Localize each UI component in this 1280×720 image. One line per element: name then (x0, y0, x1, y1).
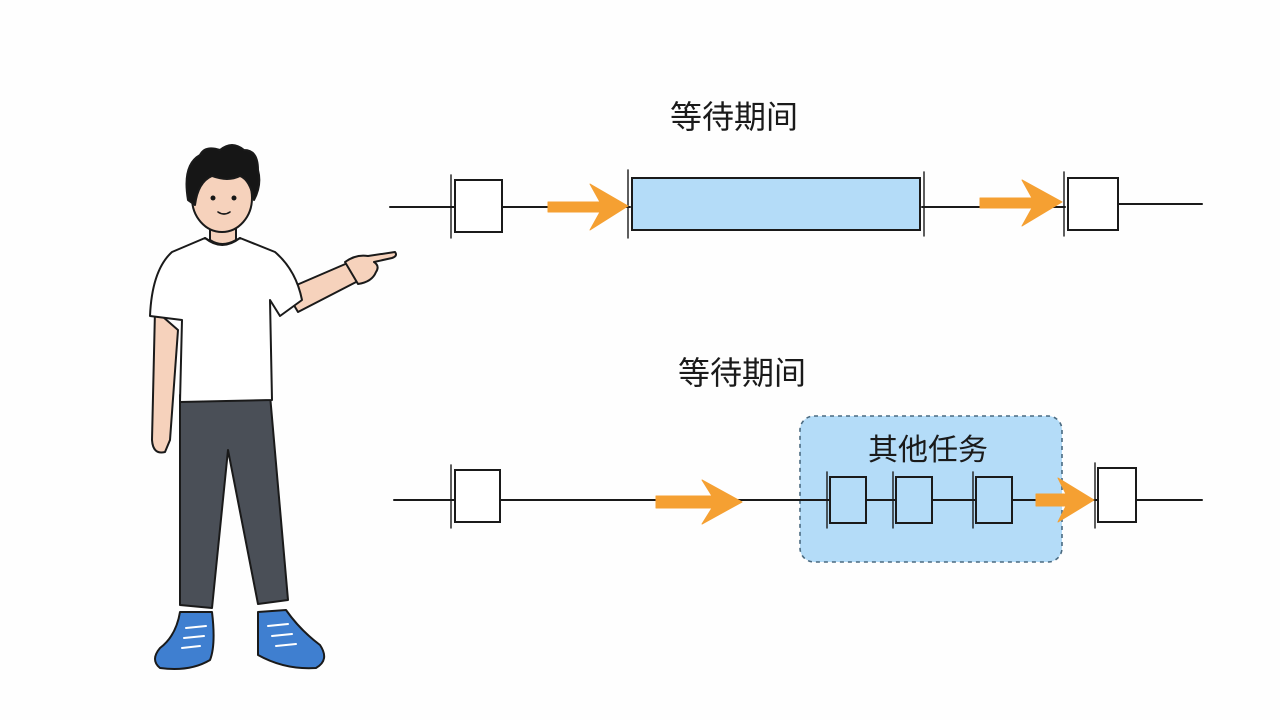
orange-arrow-right-icon (655, 477, 1095, 525)
person-arm-left (151, 309, 179, 454)
person-hand (344, 251, 397, 285)
person-pointing-illustration-icon (149, 144, 397, 670)
person-shoe-right (257, 609, 326, 670)
person-eye-right (231, 195, 237, 201)
person-mouth (217, 211, 231, 215)
bottom-arrow-2 (1035, 477, 1095, 523)
person-shoe-left (154, 611, 215, 670)
bottom-start-block (454, 469, 501, 523)
top-row-timeline (389, 169, 1203, 239)
task-block-3 (975, 476, 1013, 524)
task-block-2 (895, 476, 933, 524)
top-end-block (1067, 177, 1119, 231)
bottom-arrow-1 (655, 479, 743, 525)
person-shoe-laces-right (267, 623, 297, 647)
top-start-block (454, 179, 503, 233)
person-eye-left (210, 195, 216, 201)
top-arrow-2 (979, 179, 1063, 227)
top-wait-bar (631, 177, 921, 231)
person-pants (179, 394, 289, 609)
top-row-label: 等待期间 (670, 98, 798, 136)
other-tasks-label: 其他任务 (868, 433, 988, 468)
bottom-end-block (1097, 467, 1137, 523)
task-block-1 (829, 476, 867, 524)
person-shoe-laces-left (181, 625, 207, 649)
person-hair (185, 144, 261, 206)
top-arrow-1 (547, 183, 629, 231)
orange-arrow-right-icon (547, 179, 1063, 231)
bottom-row-label: 等待期间 (678, 354, 806, 392)
